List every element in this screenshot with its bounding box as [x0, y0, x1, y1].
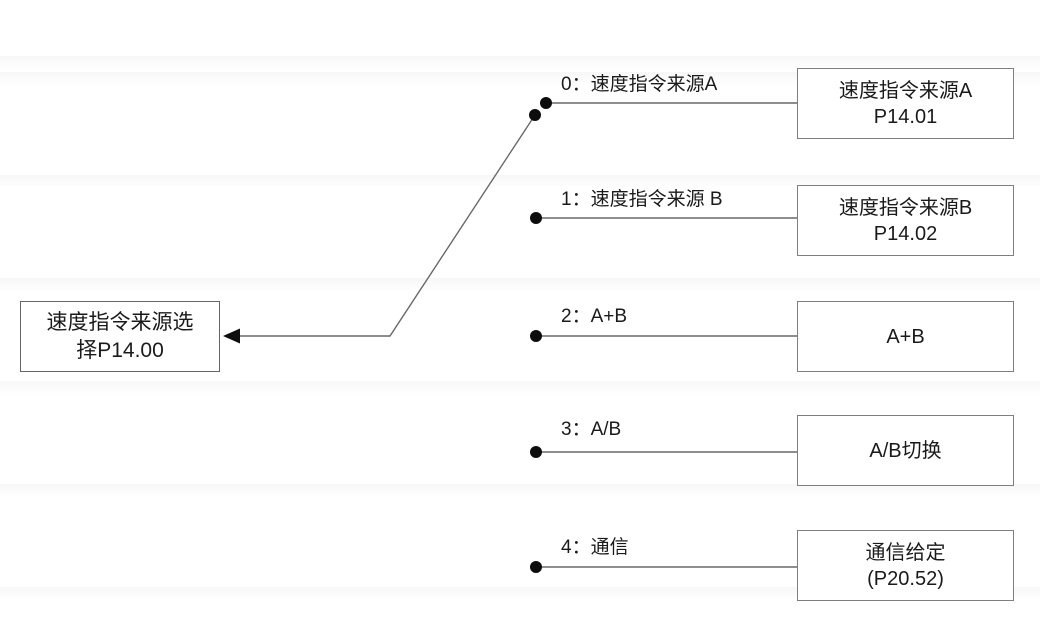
dest-box-0-line1: 速度指令来源A — [838, 79, 973, 102]
selector-box: 速度指令来源选 择P14.00 — [20, 301, 220, 372]
selector-label-line2: 择P14.00 — [76, 338, 164, 362]
branch-dest-box-4: 通信给定 (P20.52) — [797, 530, 1014, 601]
arrow-head-icon — [223, 328, 240, 344]
dest-box-4-line2: (P20.52) — [867, 567, 944, 590]
contact-dot-1 — [530, 212, 542, 224]
selector-label-line1: 速度指令来源选 — [46, 311, 194, 335]
branch-option-label-4: 4：通信 — [561, 537, 629, 558]
dest-box-1-line2: P14.02 — [873, 222, 938, 245]
branch-dest-box-0: 速度指令来源A P14.01 — [797, 68, 1014, 139]
dest-box-3-line1: A/B切换 — [869, 439, 942, 462]
branch-option-label-0: 0：速度指令来源A — [561, 74, 718, 95]
dest-box-2-line1: A+B — [886, 325, 925, 348]
contact-dot-4 — [530, 561, 542, 573]
dest-box-0-line2: P14.01 — [873, 105, 938, 128]
branch-option-label-2: 2：A+B — [561, 306, 628, 327]
dest-box-1-line1: 速度指令来源B — [838, 196, 973, 219]
branch-dest-box-2: A+B — [797, 301, 1014, 372]
contact-dot-0 — [540, 97, 552, 109]
wire-group — [237, 102, 797, 568]
contact-dot-3 — [530, 446, 542, 458]
branch-dest-box-3: A/B切换 — [797, 415, 1014, 486]
wiper-dot — [529, 109, 541, 121]
contact-dot-2 — [530, 330, 542, 342]
dest-box-4-line1: 通信给定 — [865, 541, 946, 564]
branch-option-label-3: 3：A/B — [561, 419, 622, 440]
selector-wiper-wire — [237, 114, 536, 337]
dot-group — [223, 97, 552, 573]
branch-option-label-1: 1：速度指令来源 B — [561, 189, 723, 210]
branch-dest-box-1: 速度指令来源B P14.02 — [797, 185, 1014, 256]
